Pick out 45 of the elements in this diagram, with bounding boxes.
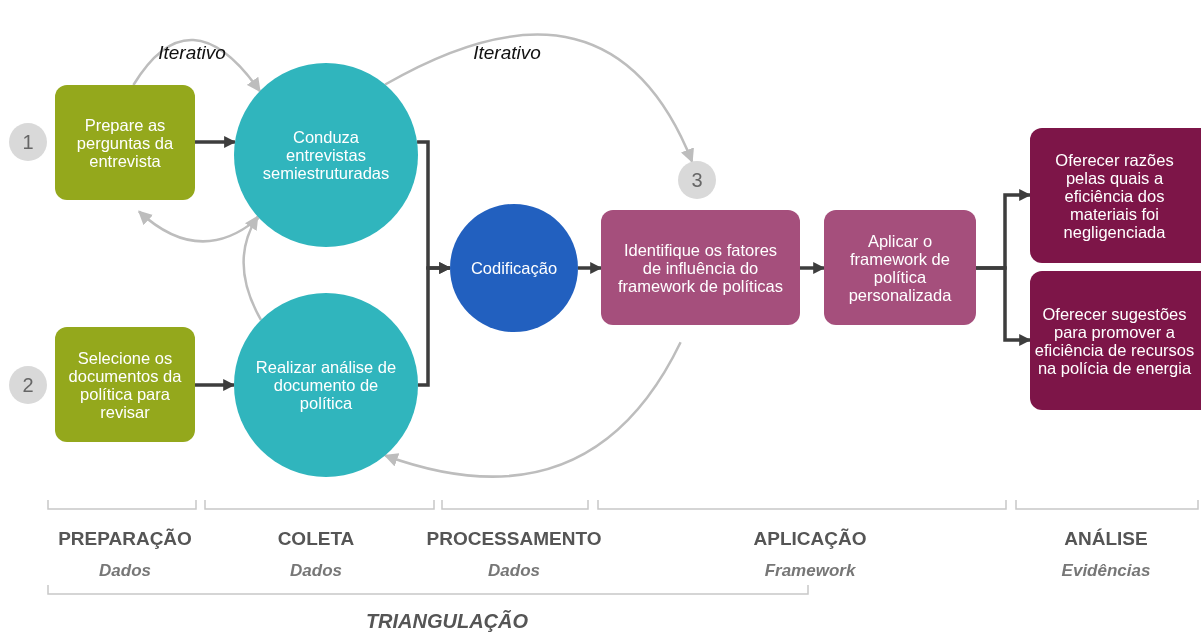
arrow bbox=[578, 262, 603, 274]
result-box bbox=[1030, 271, 1201, 410]
node-text: Selecione os documentos da política para revisar bbox=[67, 348, 183, 421]
bracket-label: TRIANGULAÇÃO bbox=[365, 610, 529, 633]
node-text: Identifique os fatores de influência do framework de políticas bbox=[616, 240, 785, 295]
step-number-text: 1 bbox=[22, 133, 34, 151]
arrow bbox=[195, 136, 237, 148]
edge-label: Iterativo bbox=[473, 42, 541, 64]
arrow bbox=[195, 379, 236, 391]
node-text: Realizar análise de documento de política bbox=[254, 358, 398, 412]
node-text: Oferecer razões pelas quais a eficiência dos materiais foi negligenciada bbox=[1054, 150, 1175, 241]
process-box bbox=[55, 327, 195, 442]
arrow bbox=[976, 266, 1032, 346]
step-number-text: 3 bbox=[691, 171, 703, 189]
node-text: Prepare as perguntas da entrevista bbox=[75, 115, 175, 170]
node-text: Conduza entrevistas semiestruturadas bbox=[261, 128, 391, 182]
node-text: Oferecer sugestões para promover a eficiência de recursos na polícia de energia bbox=[1034, 304, 1195, 377]
arrow bbox=[242, 215, 263, 321]
phase-title: COLETA bbox=[277, 528, 355, 550]
phase-subtitle: Framework bbox=[764, 561, 856, 581]
arrow bbox=[383, 341, 682, 478]
phase-title: PREPARAÇÃO bbox=[58, 528, 192, 550]
node-text: Aplicar o framework de política personalizada bbox=[847, 231, 953, 304]
step-number bbox=[678, 161, 716, 199]
edge-label: Iterativo bbox=[158, 42, 226, 64]
result-box bbox=[1030, 128, 1201, 263]
phase-subtitle: Evidências bbox=[1061, 561, 1151, 581]
arrow bbox=[418, 262, 452, 387]
arrow bbox=[800, 262, 826, 274]
phase-subtitle: Dados bbox=[99, 561, 151, 581]
arrow bbox=[384, 33, 694, 163]
step-number bbox=[9, 366, 47, 404]
phase-title: ANÁLISE bbox=[1064, 528, 1148, 550]
step-number bbox=[9, 123, 47, 161]
process-box bbox=[55, 85, 195, 200]
phase-title: PROCESSAMENTO bbox=[426, 528, 602, 550]
phase-subtitle: Dados bbox=[488, 561, 540, 581]
process-box bbox=[824, 210, 976, 325]
process-box bbox=[601, 210, 800, 325]
phase-subtitle: Dados bbox=[290, 561, 342, 581]
arrow bbox=[132, 38, 261, 93]
phase-title: APLICAÇÃO bbox=[753, 528, 867, 550]
arrow bbox=[137, 210, 260, 243]
step-number-text: 2 bbox=[22, 376, 34, 394]
node-text: Codificação bbox=[470, 259, 558, 277]
